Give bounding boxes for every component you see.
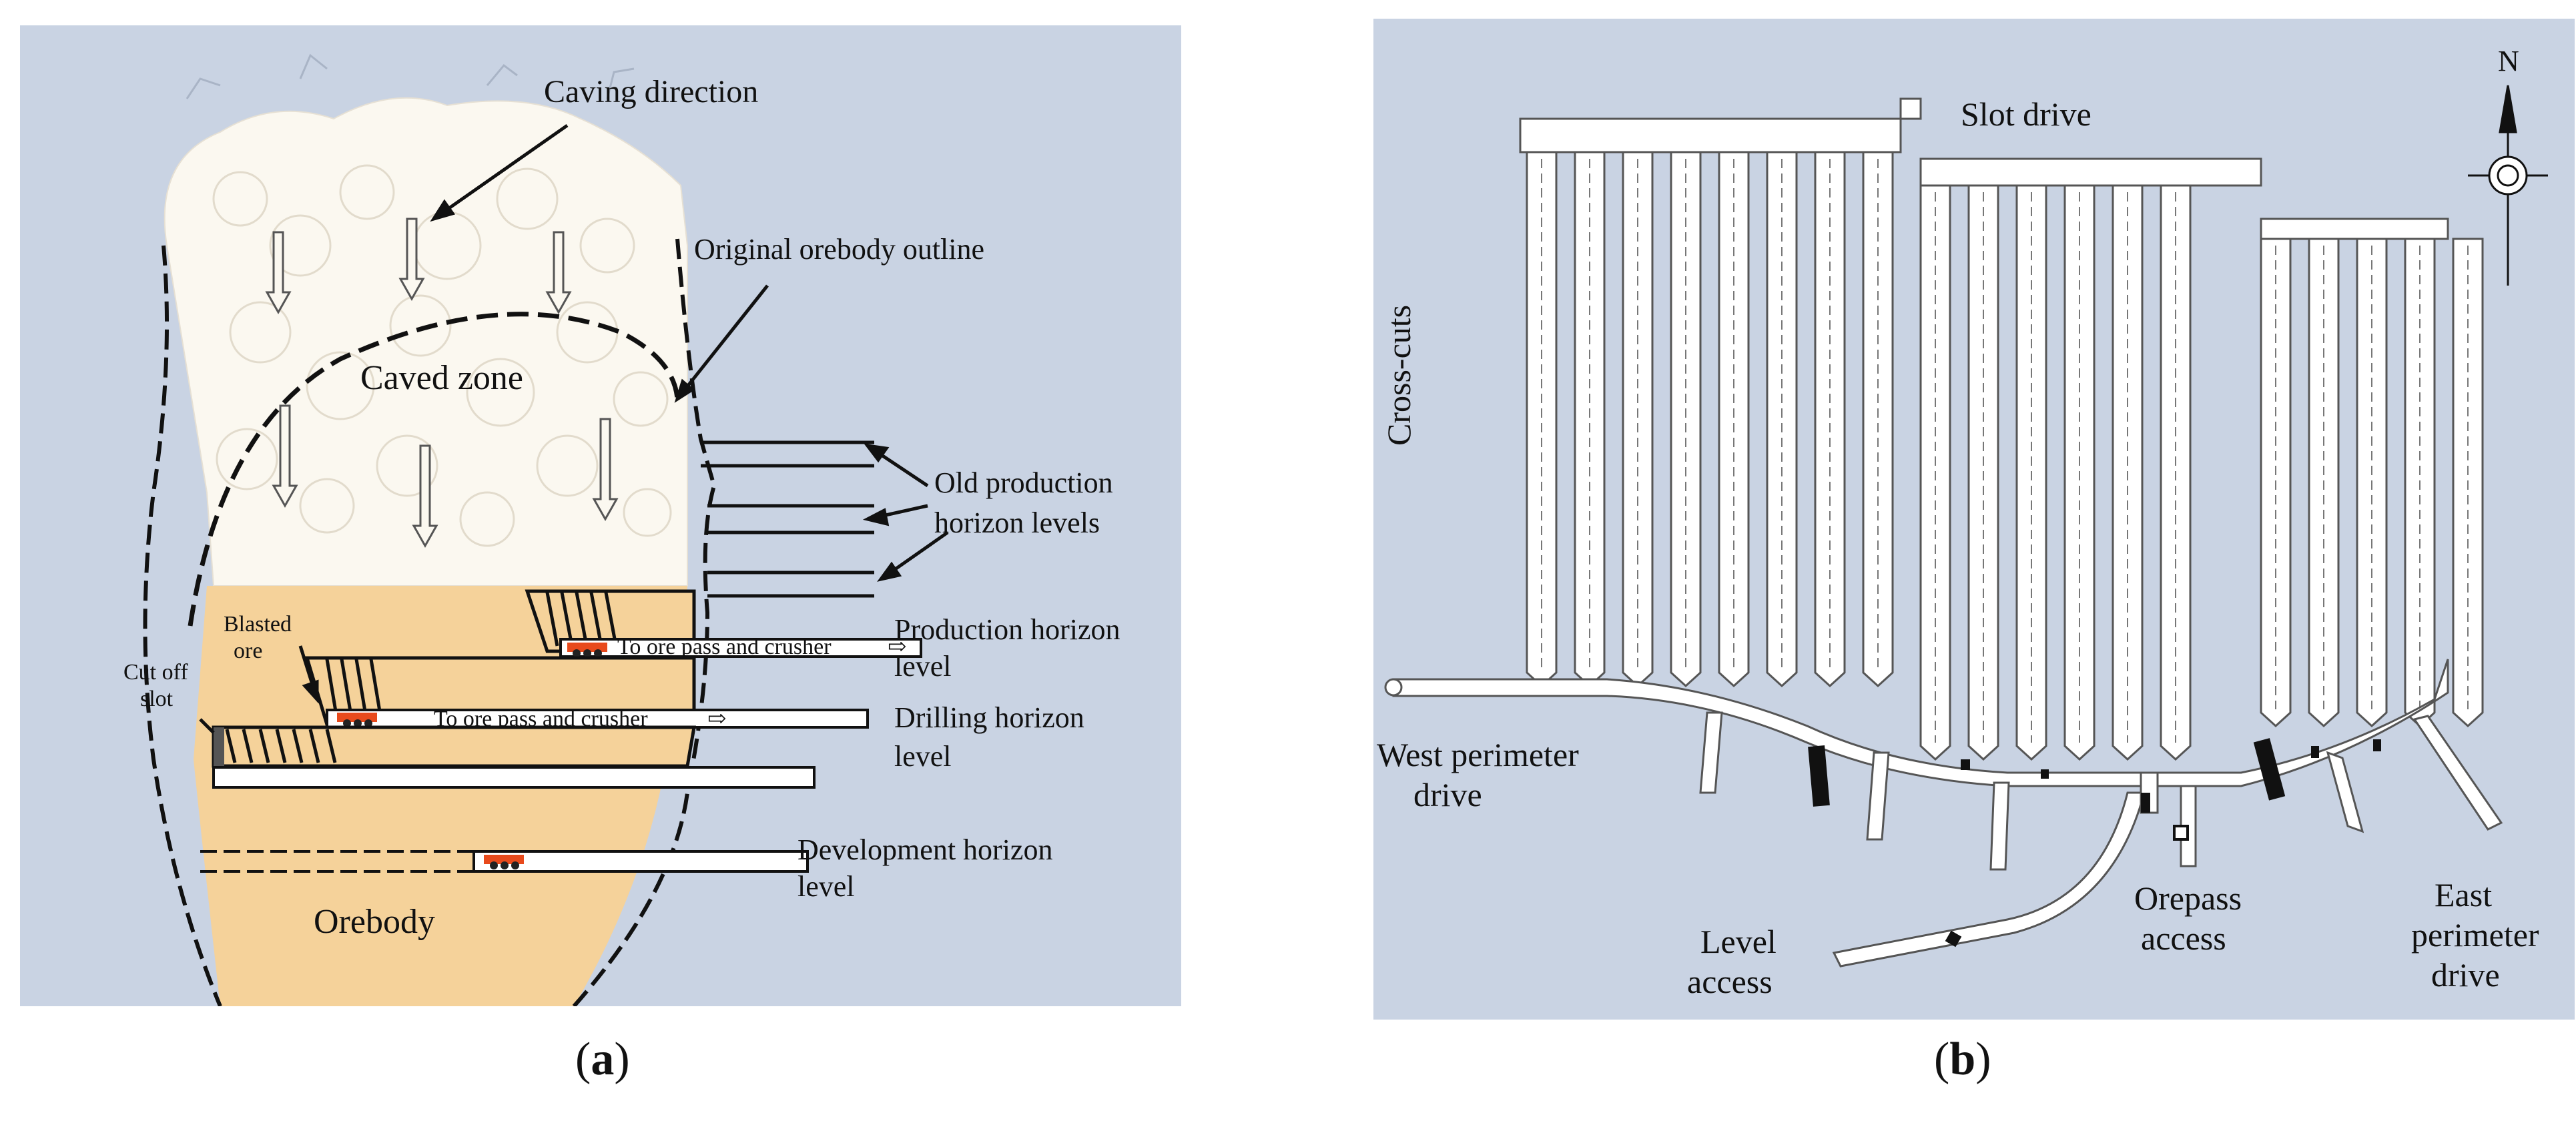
label-east-2: perimeter <box>2411 916 2539 954</box>
old-production-levels <box>701 440 874 598</box>
label-blasted-2: ore <box>234 639 262 663</box>
label-level-1: Level <box>1700 923 1777 960</box>
label-caved-zone: Caved zone <box>360 359 523 397</box>
label-drilling-2: level <box>894 740 952 773</box>
ore-pass-label-upper: To ore pass and crusher <box>617 635 832 659</box>
label-east-3: drive <box>2431 956 2500 994</box>
label-east-1: East <box>2435 876 2492 913</box>
development-horizon-drive <box>472 850 809 873</box>
cross-cut-drive <box>1862 151 1894 688</box>
cross-cut-drive <box>1814 151 1846 688</box>
label-cutoff-1: Cut off <box>123 660 188 685</box>
label-production-2: level <box>894 650 952 683</box>
cutoff-blast-rings <box>225 729 337 763</box>
label-orebody: Orebody <box>314 903 435 941</box>
label-west-1: West perimeter <box>1377 736 1579 773</box>
rock-cracks <box>186 53 635 99</box>
cross-cut-drive <box>1766 151 1798 688</box>
north-label: N <box>2498 45 2519 77</box>
label-slot-drive: Slot drive <box>1961 95 2091 133</box>
production-blast-rings <box>545 592 618 647</box>
cross-cut-drive <box>1718 151 1750 688</box>
label-development-1: Development horizon <box>797 833 1052 866</box>
label-development-2: level <box>797 870 855 903</box>
label-cutoff-2: slot <box>140 687 174 711</box>
ore-pass-arrow-lower: ⇨ <box>707 707 727 731</box>
cross-cuts-group <box>1526 151 2484 761</box>
development-vehicle <box>484 855 524 869</box>
north-arrow-icon <box>2468 85 2548 286</box>
panel-b-diagram: N Slot drive Cross-cuts West perimeter d… <box>1373 19 2575 1020</box>
label-west-2: drive <box>1413 776 1482 813</box>
original-orebody-outline-left <box>143 245 222 1006</box>
production-loader <box>567 643 607 657</box>
undercut-drive <box>212 766 816 789</box>
caved-zone-area <box>164 97 688 587</box>
rock-texture <box>212 164 672 547</box>
caving-arrows <box>265 218 619 548</box>
cutoff-slot <box>214 727 224 766</box>
label-production-1: Production horizon <box>894 613 1120 646</box>
west-end-cap <box>1384 678 1403 697</box>
label-orepass-2: access <box>2141 919 2226 957</box>
leader-arrows <box>199 123 949 734</box>
ore-pass-arrow-upper: ⇨ <box>888 635 907 659</box>
access-markers <box>1808 738 2381 948</box>
label-cross-cuts: Cross-cuts <box>1380 305 1417 446</box>
label-old-production-1: Old production <box>934 466 1113 499</box>
caved-zone-boundary <box>188 312 680 627</box>
label-drilling-1: Drilling horizon <box>894 701 1084 734</box>
cross-cut-drive <box>1622 151 1654 688</box>
panel-a-diagram: To ore pass and crusher ⇨ To ore pass an… <box>20 25 1181 1006</box>
label-caving-direction: Caving direction <box>544 74 758 109</box>
access-drives <box>1699 711 2503 968</box>
label-level-2: access <box>1687 963 1773 1000</box>
production-horizon-drive <box>559 638 922 658</box>
label-original-orebody-outline: Original orebody outline <box>694 233 984 266</box>
label-blasted-1: Blasted <box>224 612 292 637</box>
cross-cut-drive <box>1670 151 1702 688</box>
label-orepass-1: Orepass <box>2134 879 2242 917</box>
perimeter-drive <box>1392 659 2449 787</box>
label-old-production-2: horizon levels <box>934 506 1100 539</box>
drilling-rig <box>337 713 377 727</box>
caption-b: (b) <box>1934 1034 1991 1085</box>
caption-a: (a) <box>575 1034 630 1085</box>
